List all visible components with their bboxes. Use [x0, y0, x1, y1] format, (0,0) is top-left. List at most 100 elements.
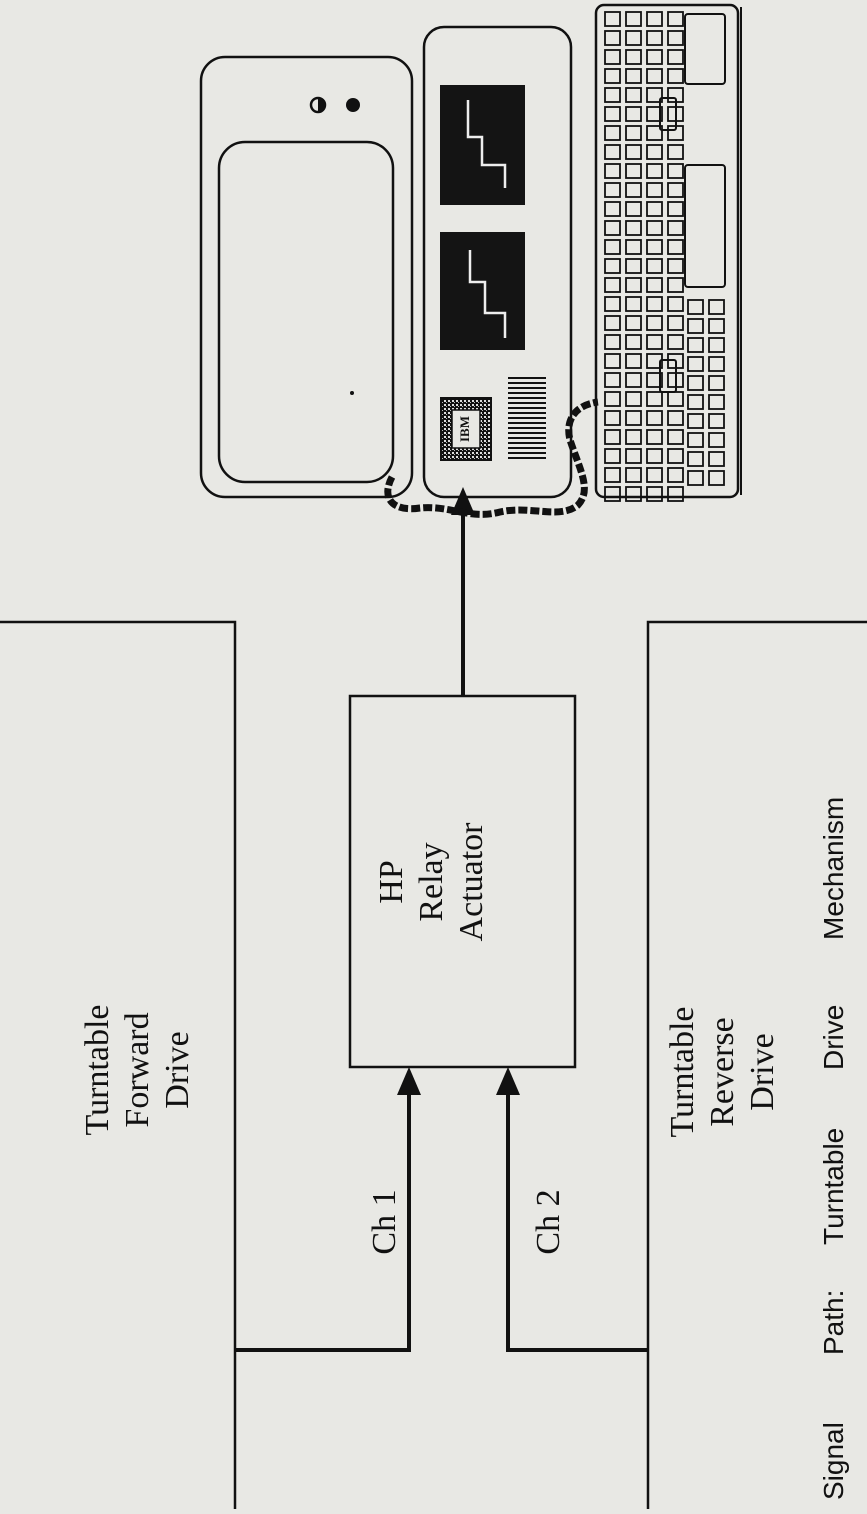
keyboard-key [667, 315, 684, 331]
keyboard-key [604, 106, 621, 122]
keyboard-key [604, 239, 621, 255]
keyboard-key [604, 87, 621, 103]
channel-1-label: Ch 1 [366, 1189, 403, 1254]
channel-2-wire: Ch 2 [496, 1067, 648, 1352]
keyboard-key [604, 448, 621, 464]
forward-drive-label-3: Drive [159, 1031, 196, 1108]
keyboard-key [604, 296, 621, 312]
keyboard-key [667, 201, 684, 217]
keyboard-key [625, 220, 642, 236]
keyboard-key [667, 410, 684, 426]
relay-label-3: Actuator [453, 822, 490, 942]
computer-keyboard [594, 3, 742, 502]
keyboard-key [687, 432, 704, 448]
keyboard-key [625, 258, 642, 274]
keyboard-key [604, 391, 621, 407]
keyboard-key [667, 467, 684, 483]
keyboard-key [646, 125, 663, 141]
keyboard-key [625, 372, 642, 388]
keyboard-key [625, 49, 642, 65]
channel-1-wire: Ch 1 [235, 1067, 421, 1352]
keyboard-key [646, 410, 663, 426]
keyboard-key [625, 448, 642, 464]
keyboard-key [646, 429, 663, 445]
caption-word-4: Drive [818, 1005, 849, 1070]
keyboard-key [625, 239, 642, 255]
keyboard-key [604, 486, 621, 502]
keyboard-key [646, 315, 663, 331]
keyboard-key [625, 486, 642, 502]
keyboard-key [604, 49, 621, 65]
keyboard-key [604, 277, 621, 293]
keyboard-key [646, 87, 663, 103]
keyboard-key [708, 318, 725, 334]
keyboard-key [667, 239, 684, 255]
keyboard-key [667, 182, 684, 198]
keyboard-key [667, 429, 684, 445]
keyboard-key [625, 410, 642, 426]
keyboard-key [687, 470, 704, 486]
keyboard-key [646, 68, 663, 84]
keyboard-key [604, 334, 621, 350]
keyboard-key [604, 30, 621, 46]
figure-caption: Signal Path: Turntable Drive Mechanism [818, 797, 849, 1500]
keyboard-key [646, 11, 663, 27]
keyboard-key [667, 11, 684, 27]
keyboard-key [646, 106, 663, 122]
keyboard-key [625, 144, 642, 160]
keyboard-key [625, 429, 642, 445]
forward-drive-box: Turntable Forward Drive [0, 620, 237, 1509]
keyboard-key [646, 182, 663, 198]
keyboard-key [708, 375, 725, 391]
keyboard-key [667, 258, 684, 274]
caption-word-3: Turntable [818, 1128, 849, 1245]
keyboard-key [687, 394, 704, 410]
keyboard-key [625, 334, 642, 350]
keyboard-key [604, 315, 621, 331]
keyboard-key [687, 318, 704, 334]
keyboard-key [604, 11, 621, 27]
keyboard-key [646, 486, 663, 502]
keyboard-key [667, 448, 684, 464]
keyboard-key [646, 448, 663, 464]
keyboard-key [646, 277, 663, 293]
keyboard-key [708, 299, 725, 315]
keyboard-key [604, 125, 621, 141]
keyboard-key [625, 277, 642, 293]
keyboard-key [604, 220, 621, 236]
keyboard-key [625, 391, 642, 407]
keyboard-key [646, 334, 663, 350]
keyboard-key [708, 413, 725, 429]
keyboard-key [646, 296, 663, 312]
keyboard-key [604, 144, 621, 160]
keyboard-key [625, 125, 642, 141]
keyboard-key [667, 30, 684, 46]
forward-drive-label-1: Turntable [79, 1005, 116, 1136]
keyboard-key [604, 163, 621, 179]
keyboard-key [625, 201, 642, 217]
keyboard-key [604, 429, 621, 445]
ibm-computer: IBM [199, 3, 742, 518]
keyboard-key [667, 68, 684, 84]
keyboard-key [646, 258, 663, 274]
keyboard-key [687, 356, 704, 372]
keyboard-key [625, 353, 642, 369]
keyboard-key [708, 432, 725, 448]
ibm-logo-text: IBM [457, 416, 472, 442]
relay-to-computer-arrow [451, 487, 475, 696]
keyboard-key [667, 220, 684, 236]
keyboard-key [625, 87, 642, 103]
keyboard-key [646, 163, 663, 179]
relay-label-1: HP [373, 860, 410, 903]
keyboard-key [625, 30, 642, 46]
keyboard-key [708, 451, 725, 467]
keyboard-key [687, 451, 704, 467]
reverse-drive-label-3: Drive [744, 1033, 781, 1110]
keyboard-key [708, 394, 725, 410]
keyboard-key [687, 413, 704, 429]
channel-2-label: Ch 2 [530, 1189, 567, 1254]
keyboard-key [667, 296, 684, 312]
relay-actuator-box: HP Relay Actuator [348, 694, 577, 1069]
keyboard-key [646, 201, 663, 217]
keyboard-key [667, 163, 684, 179]
